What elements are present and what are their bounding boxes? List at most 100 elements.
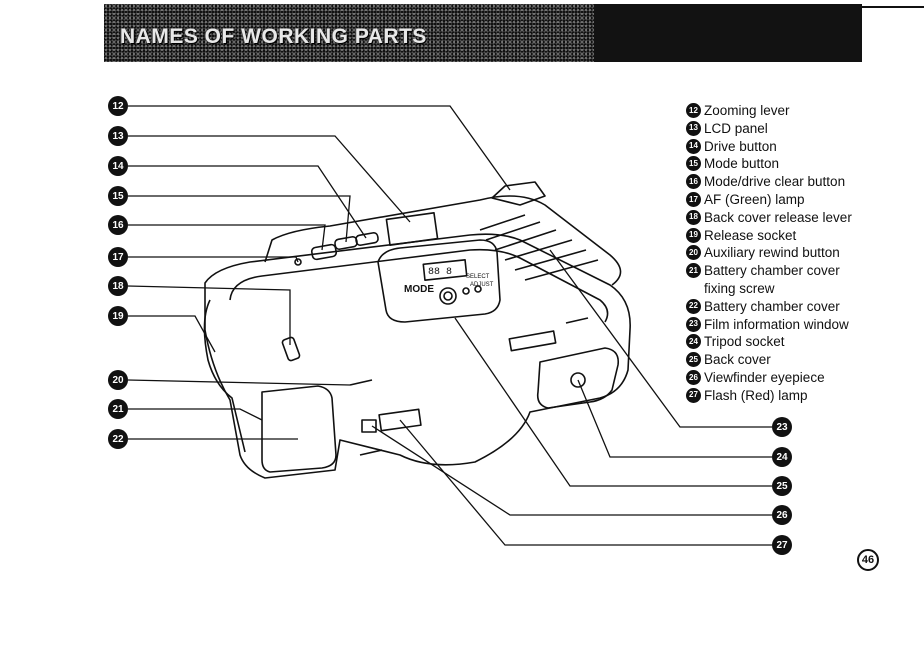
leader-line-20 [127,379,351,386]
film-window-shape [508,330,557,352]
callout-12: 12 [108,96,128,116]
tripod-plate-shape [536,347,620,409]
leader-line-23 [549,249,772,428]
control-lcd-shape [422,259,468,281]
callout-25: 25 [772,476,792,496]
legend-number-badge: 27 [686,387,701,403]
bottom-slot-1 [349,379,373,386]
leader-line-12 [128,105,511,191]
lcd-readout: 88 8 [428,267,452,278]
legend-text: Flash (Red) lamp [704,387,808,403]
legend-text: Film information window [704,316,849,332]
legend-text: Tripod socket [704,334,785,350]
legend-number-badge: 17 [686,191,701,207]
camera-grip [203,299,246,453]
legend-number-badge: 16 [686,174,701,190]
legend-number-badge: 15 [686,156,701,172]
header-bar [104,4,862,62]
camera-top-deck [264,195,622,286]
legend-text: Mode button [704,156,780,172]
callout-17: 17 [108,247,128,267]
leader-line-15 [128,195,351,243]
leader-line-19 [128,315,216,353]
legend-text: Back cover release lever [704,209,852,225]
callout-27: 27 [772,535,792,555]
legend-number-badge: 21 [686,263,701,279]
legend-text: Back cover [704,352,771,368]
callout-13: 13 [108,126,128,146]
select-button-shape [439,287,457,305]
legend-number-badge: 12 [686,103,701,118]
legend-number-badge: 20 [686,245,701,261]
mode-label: MODE [404,284,434,295]
legend-number-badge: 26 [686,369,701,385]
callout-15: 15 [108,186,128,206]
legend-text: LCD panel [704,120,768,136]
leader-line-24 [577,379,772,458]
battery-cover [261,385,337,473]
leader-line-27 [399,419,772,546]
callout-21: 21 [108,399,128,419]
legend-text: Zooming lever [704,103,790,118]
legend-number-badge: 19 [686,227,701,243]
legend-text: Battery chamber cover [704,298,840,314]
page-title: NAMES OF WORKING PARTS [120,25,427,48]
legend-text: AF (Green) lamp [704,191,805,207]
adjust-label: ADJUST [470,282,494,288]
select-button-inner [443,291,453,301]
legend-text: Battery chamber cover fixing screw [704,263,840,296]
header-rule [862,6,924,8]
zoom-lever-shape [491,181,546,206]
leader-line-26 [371,425,772,516]
callout-22: 22 [108,429,128,449]
bottom-slot-2 [565,317,589,324]
grille-lines [479,214,599,281]
callout-16: 16 [108,215,128,235]
legend-text: Auxiliary rewind button [704,245,840,261]
leader-line-16 [128,224,326,251]
callout-20: 20 [108,370,128,390]
lcd-panel-shape [385,211,439,247]
legend-text: Viewfinder eyepiece [704,369,825,385]
leader-line-17 [128,256,299,263]
legend-number-badge: 14 [686,138,701,154]
flash-lamp-shape [378,408,422,432]
camera-body-outline [204,233,631,479]
callout-14: 14 [108,156,128,176]
legend-number-badge: 24 [686,334,701,350]
release-lever-shape [281,336,301,362]
small-button-2 [474,285,482,293]
header-dither-pattern [104,4,594,62]
legend-text: Drive button [704,138,777,154]
leader-line-25 [454,317,772,487]
select-label: SELECT [466,274,490,280]
legend-number-badge: 22 [686,298,701,314]
mode-button-shape [355,231,379,247]
callout-24: 24 [772,447,792,467]
callout-18: 18 [108,276,128,296]
control-panel-shape [377,239,501,323]
leader-line-18 [127,285,291,345]
leader-line-13 [128,135,411,223]
leader-line-14 [128,165,367,239]
legend-text: Mode/drive clear button [704,174,846,190]
legend-number-badge: 13 [686,120,701,136]
leader-line-21 [128,408,263,421]
page-number: 46 [857,549,879,571]
legend-number-badge: 18 [686,209,701,225]
callout-26: 26 [772,505,792,525]
bottom-slot-3 [359,449,383,456]
